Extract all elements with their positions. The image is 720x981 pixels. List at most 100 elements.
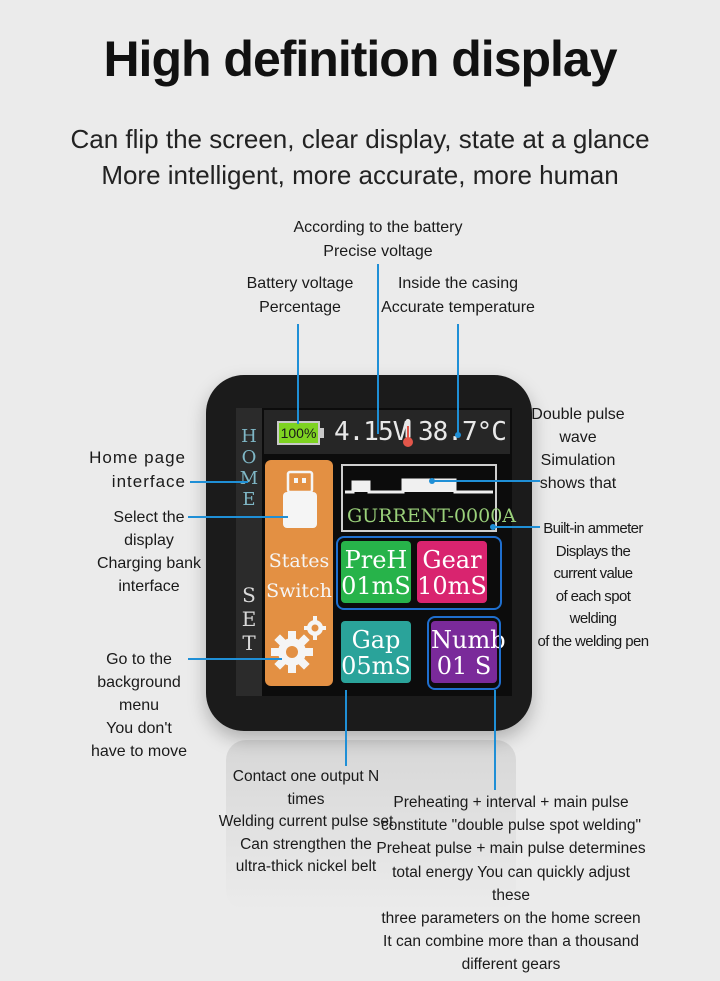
home-letter: O (241, 447, 257, 468)
callout-text: Preheating + interval + main pulse (393, 794, 629, 811)
callout-preheating: Preheating + interval + main pulse const… (376, 791, 646, 977)
home-letter: E (242, 489, 256, 510)
home-letter: M (239, 468, 259, 489)
tile-label: Gear (422, 546, 482, 574)
leader-line-voltage (377, 264, 379, 434)
callout-text: have to move (90, 743, 188, 760)
callout-text: Inside the casing (397, 275, 519, 292)
callout-text: Percentage (259, 299, 341, 316)
leader-line-battery (297, 324, 299, 424)
preheat-tile[interactable]: PreH 01mS (341, 541, 411, 603)
leader-dot-temperature (455, 432, 461, 438)
gear-icon[interactable] (268, 614, 330, 676)
tile-value: 01 S (436, 652, 492, 680)
leader-line-numb (494, 690, 496, 790)
callout-text: constitute "double pulse spot welding" (380, 817, 642, 835)
gear-tile[interactable]: Gear 10mS (417, 541, 487, 603)
temperature-readout: 38.7°C (418, 417, 507, 447)
callout-text: Welding current pulse set (218, 813, 394, 830)
callout-text: Precise voltage (323, 243, 433, 260)
callout-precise-voltage: According to the battery Precise voltage (288, 216, 468, 264)
callout-text: Preheat pulse + main pulse determines (376, 840, 646, 858)
leader-line-gap (345, 690, 347, 766)
double-pulse-wave (345, 478, 493, 494)
callout-text: wave (559, 429, 597, 446)
callout-home-page: Home page interface (86, 446, 186, 494)
callout-select-display: Select the display Charging bank interfa… (96, 506, 202, 598)
callout-text: Contact one output N times (232, 768, 380, 808)
numb-frame (427, 616, 501, 690)
callout-text: Go to the (106, 651, 172, 668)
subtitle-line-2: More intelligent, more accurate, more hu… (101, 160, 619, 190)
callout-ammeter: Built-in ammeter Displays the current va… (530, 518, 656, 653)
callout-text: background menu (97, 674, 181, 714)
callout-text: display (124, 532, 174, 549)
callout-text: Home page (89, 448, 186, 467)
callout-text: three parameters on the home screen (381, 910, 641, 928)
callout-text: total energy You can quickly adjust thes… (392, 863, 630, 904)
tile-label: Gap (351, 626, 401, 654)
usb-drive-icon (283, 470, 317, 528)
leader-line-temperature (457, 324, 459, 434)
page-title: High definition display (103, 31, 617, 87)
callout-text: Battery voltage (246, 275, 354, 292)
callout-battery-percentage: Battery voltage Percentage (235, 272, 365, 320)
callout-text: Accurate temperature (381, 299, 535, 316)
callout-text: ultra-thick nickel belt (235, 858, 377, 875)
tile-label: Numb (431, 626, 506, 654)
gap-tile[interactable]: Gap 05mS (341, 621, 411, 683)
leader-line-home (190, 481, 248, 483)
callout-text: You don't (106, 720, 172, 737)
home-letter: H (241, 426, 257, 447)
callout-text: Charging bank (96, 555, 202, 572)
callout-text: Can strengthen the (240, 835, 372, 853)
callout-text: different gears (461, 956, 561, 974)
leader-line-ammeter (494, 526, 540, 528)
set-letter: S (242, 583, 256, 607)
subtitle-line-1: Can flip the screen, clear display, stat… (70, 124, 650, 154)
callout-text: of each spot (555, 587, 631, 605)
leader-line-wave (432, 480, 540, 482)
callout-text: welding (569, 610, 617, 627)
callout-contact-output: Contact one output N times Welding curre… (216, 766, 396, 879)
callout-text: Displays the (555, 542, 631, 560)
callout-text: Select the (113, 509, 185, 526)
thermometer-icon (403, 419, 413, 447)
set-letter: E (241, 607, 257, 631)
leader-dot-wave (429, 478, 435, 484)
preheat-gear-frame (336, 536, 502, 610)
battery-tip (320, 428, 324, 438)
callout-text: interface (111, 472, 186, 491)
callout-text: current value (553, 565, 634, 582)
tile-value: 01mS (341, 572, 411, 600)
callout-temperature: Inside the casing Accurate temperature (378, 272, 538, 320)
callout-background-menu: Go to the background menu You don't have… (80, 648, 198, 763)
home-vertical-label[interactable]: H O M E (236, 426, 262, 510)
callout-text: According to the battery (293, 219, 463, 236)
callout-text: Simulation (540, 452, 616, 469)
leader-line-select (188, 516, 288, 518)
callout-double-pulse: Double pulse wave Simulation shows that (528, 403, 628, 495)
battery-indicator: 100% (277, 421, 320, 445)
set-vertical-label[interactable]: S E T (236, 583, 262, 655)
callout-text: Built-in ammeter (543, 520, 643, 537)
callout-text: interface (118, 578, 180, 595)
device-reflection (226, 740, 516, 910)
side-column (236, 408, 262, 696)
callout-text: of the welding pen (537, 632, 650, 650)
leader-line-gear (188, 658, 282, 660)
set-letter: T (242, 631, 256, 655)
tile-value: 10mS (417, 572, 487, 600)
tile-label: PreH (344, 546, 408, 574)
callout-text: shows that (539, 475, 617, 492)
voltage-readout: 4.15V (334, 417, 408, 447)
numb-tile[interactable]: Numb 01 S (431, 621, 506, 683)
callout-text: It can combine more than a thousand (383, 933, 639, 951)
tile-value: 05mS (341, 652, 411, 680)
callout-text: Double pulse (531, 406, 625, 423)
switch-label: Switch (266, 580, 332, 602)
states-label: States (268, 550, 330, 572)
current-readout: GURRENT-0000A (347, 505, 517, 527)
pulse-wave-display (341, 464, 497, 532)
leader-dot-ammeter (490, 524, 496, 530)
